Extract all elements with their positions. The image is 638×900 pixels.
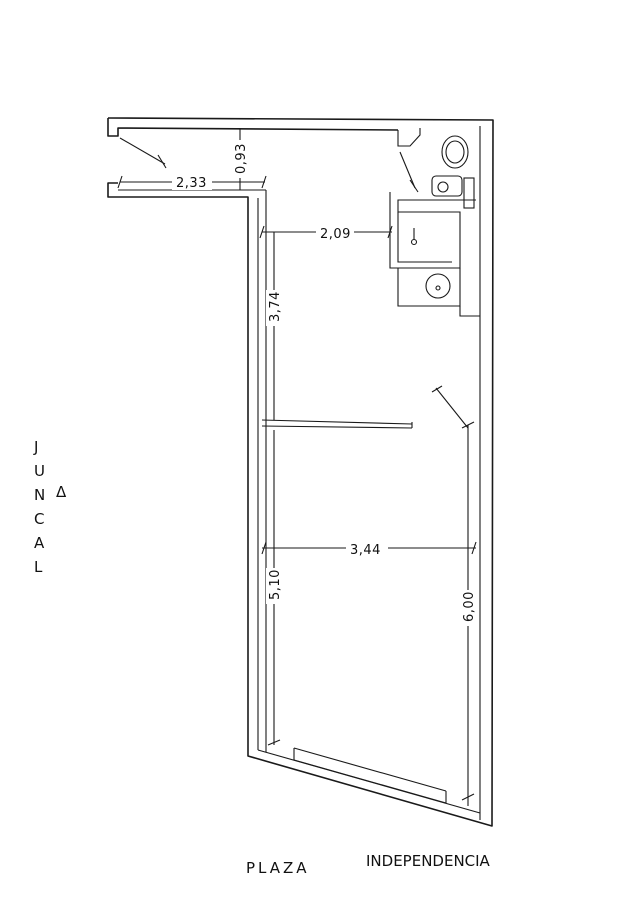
street-name-letter: A — [34, 534, 45, 552]
dim-tick — [267, 739, 281, 746]
shower-drain — [410, 238, 418, 246]
dim-label-lower-left: 5,10 — [268, 569, 283, 600]
dim-tick — [471, 541, 477, 555]
bathroom-wall — [397, 128, 421, 147]
bidet-inner — [445, 140, 465, 164]
window-line-2 — [293, 759, 447, 804]
sink-box — [397, 268, 461, 307]
bathroom-wall-2 — [389, 192, 476, 269]
partition — [261, 385, 469, 429]
toilet-bowl — [437, 181, 449, 193]
partition-wall-2 — [261, 425, 413, 429]
dim-label-corridor: 2,09 — [320, 227, 351, 242]
sink-icon — [425, 273, 451, 299]
dim-tick — [117, 175, 123, 189]
dim-tick — [259, 225, 265, 239]
triangle-mark: Δ — [56, 483, 67, 501]
interior-door-mark — [431, 385, 443, 393]
toilet-icon — [431, 175, 463, 197]
bathroom-door-mark — [409, 179, 419, 193]
dim-tick — [461, 793, 475, 801]
dim-tick — [387, 225, 393, 239]
partition-wall — [261, 419, 413, 425]
street-name-letter: L — [34, 558, 43, 576]
street-name-independencia: INDEPENDENCIA — [366, 852, 491, 870]
dim-label-entry-width: 2,33 — [176, 176, 207, 191]
inner-wall-line — [107, 118, 399, 137]
service-wall — [459, 306, 480, 317]
street-name-letter: C — [34, 510, 44, 528]
entry-door — [119, 137, 167, 169]
street-label-front: PLAZA INDEPENDENCIA — [246, 852, 491, 877]
shower-box — [397, 212, 452, 263]
street-name-letter: U — [34, 462, 45, 480]
outer-wall-top — [107, 117, 494, 827]
street-name-letter: J — [33, 438, 38, 456]
street-name-plaza: PLAZA — [246, 859, 310, 877]
entry-door-mark — [157, 154, 167, 169]
dimension-lines — [117, 128, 477, 806]
toilet-tank — [463, 177, 475, 209]
bidet-icon — [441, 135, 469, 169]
dim-tick — [261, 175, 267, 189]
dim-tick — [461, 421, 475, 429]
dimension-labels: 2,33 0,93 2,09 3,74 3,44 5,10 6,00 — [172, 140, 477, 626]
dim-tick — [261, 541, 267, 555]
dim-label-entry-depth: 0,93 — [234, 143, 249, 174]
dim-label-room-width: 3,44 — [350, 543, 381, 558]
outer-walls — [107, 117, 494, 827]
bathroom-door — [399, 151, 416, 189]
window-line-1 — [293, 747, 447, 792]
bathroom-block — [389, 128, 480, 317]
front-window — [293, 747, 447, 804]
street-name-letter: N — [34, 486, 45, 504]
entry-door-leaf — [119, 137, 166, 165]
dim-label-right: 6,00 — [462, 591, 477, 622]
interior-door — [435, 387, 469, 429]
dim-label-upper-left: 3,74 — [268, 291, 283, 322]
sink-drain — [435, 285, 441, 291]
